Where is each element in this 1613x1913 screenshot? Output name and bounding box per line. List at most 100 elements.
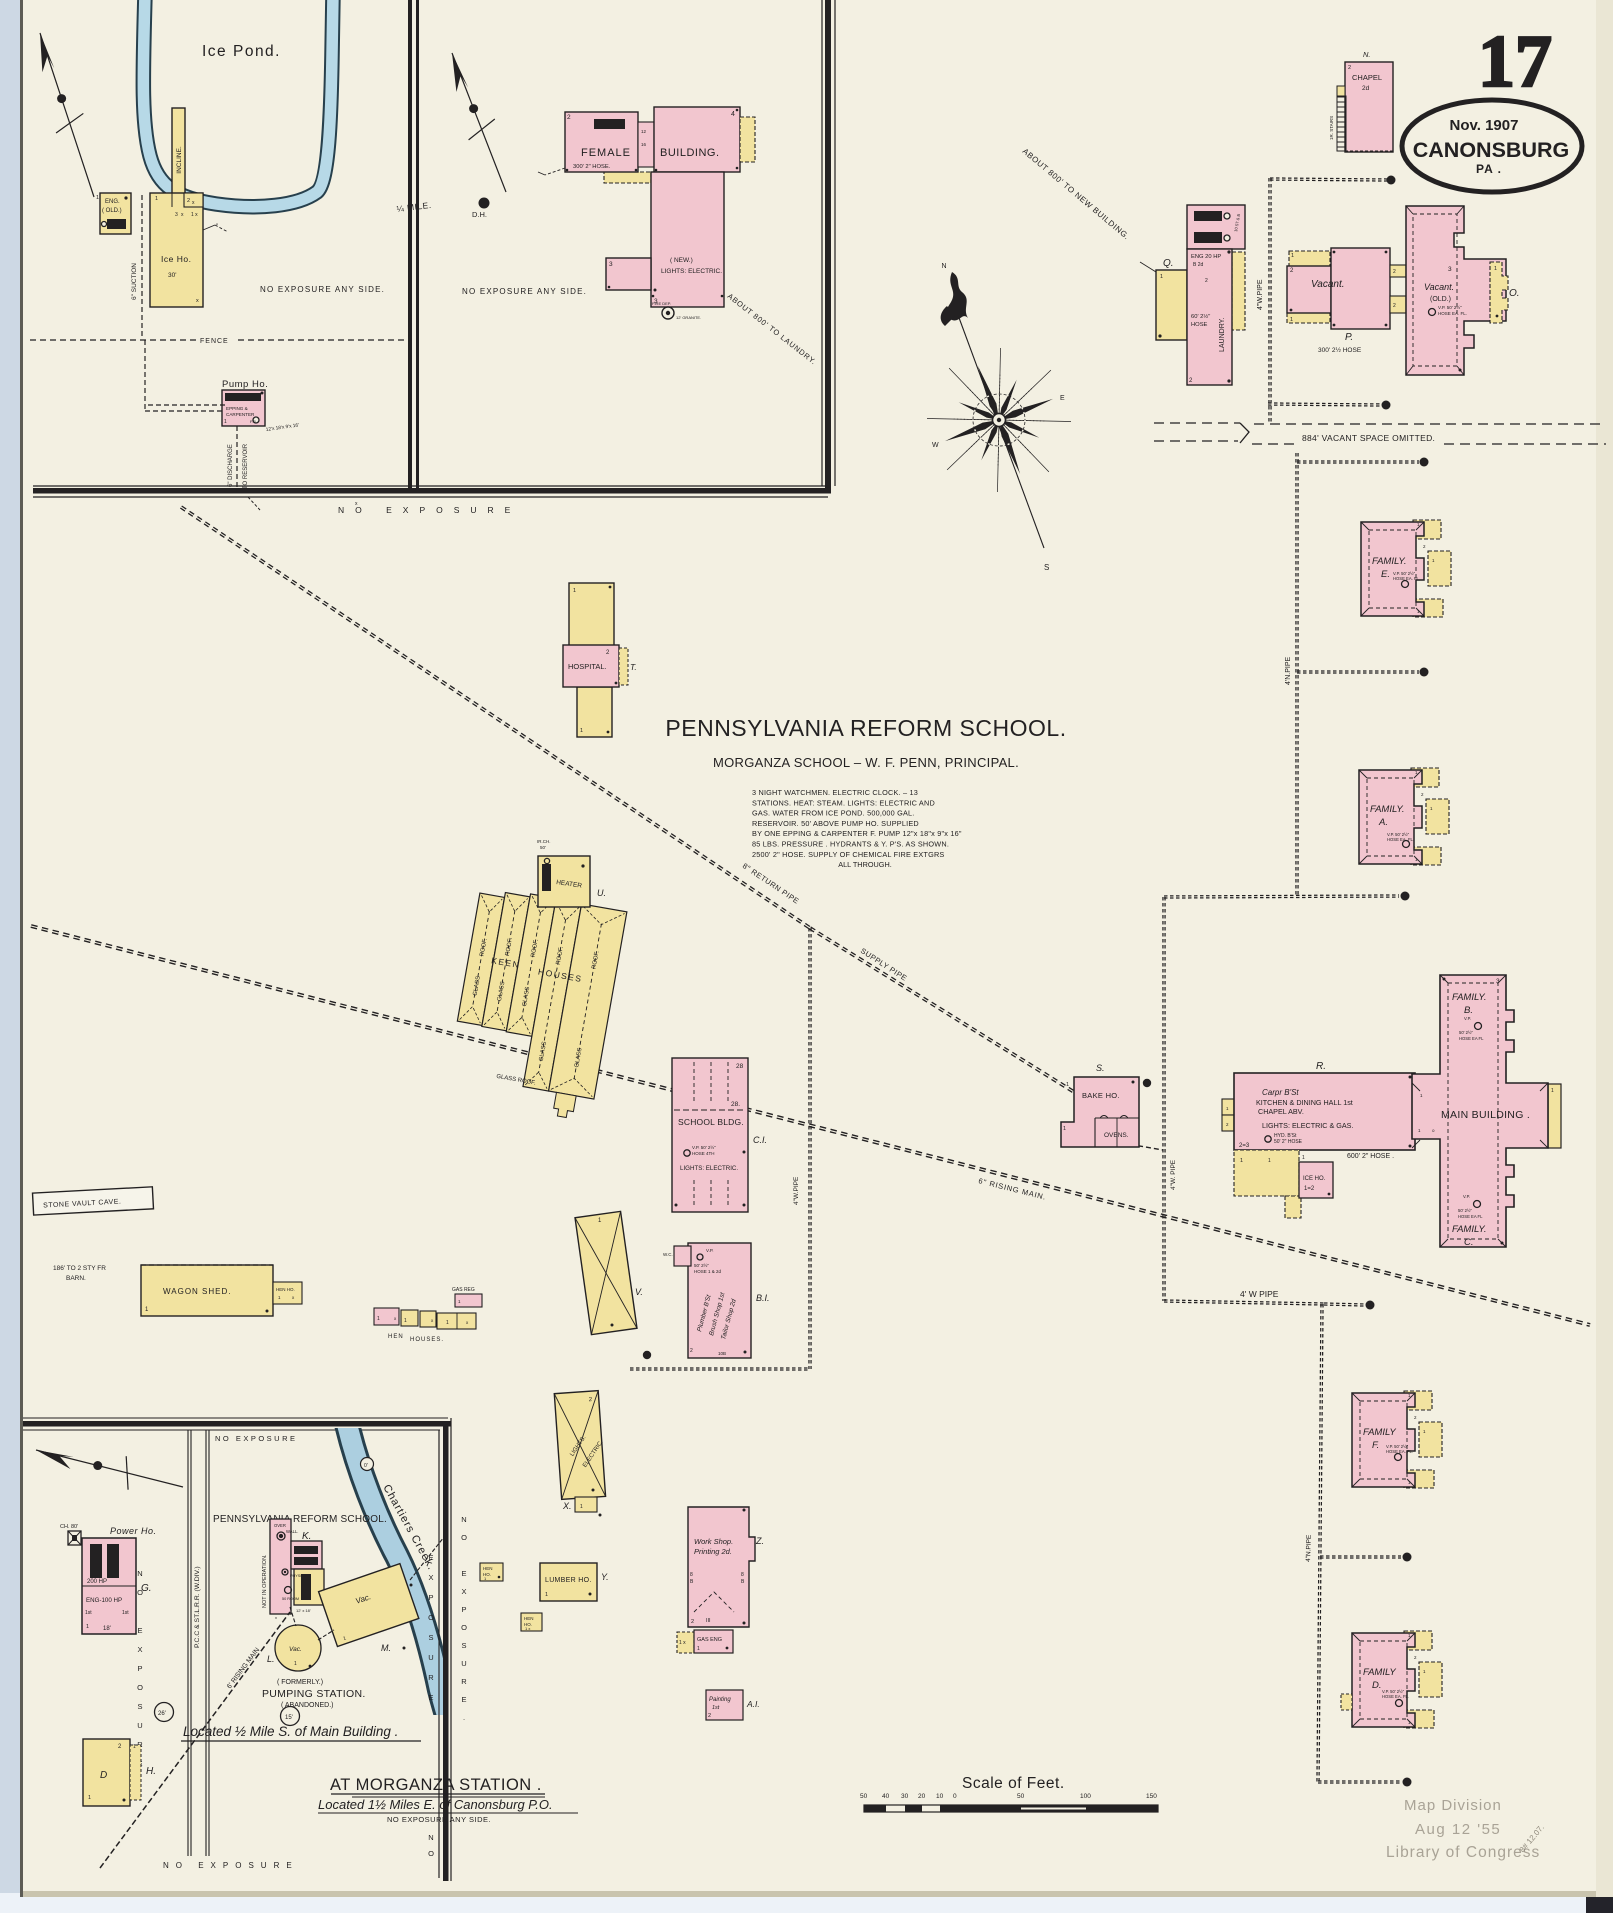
svg-text:1: 1 <box>1240 1158 1243 1164</box>
svg-text:M.: M. <box>381 1643 391 1653</box>
svg-text:1: 1 <box>1415 857 1418 862</box>
svg-text:6" SUCTION: 6" SUCTION <box>131 263 138 300</box>
svg-text:Power Ho.: Power Ho. <box>110 1526 157 1536</box>
svg-text:V.P.: V.P. <box>1464 1016 1471 1021</box>
svg-text:100: 100 <box>1080 1793 1091 1800</box>
svg-text:x: x <box>466 1320 469 1325</box>
svg-text:S.: S. <box>1096 1063 1105 1073</box>
svg-text:HEN: HEN <box>524 1616 534 1621</box>
svg-text:PA .: PA . <box>1476 162 1502 176</box>
svg-text:LUMBER HO.: LUMBER HO. <box>545 1577 592 1584</box>
svg-text:HO.: HO. <box>483 1572 491 1577</box>
svg-text:LAUNDRY.: LAUNDRY. <box>1219 318 1226 352</box>
svg-text:FAMILY.: FAMILY. <box>1370 804 1405 815</box>
svg-text:CHAPEL: CHAPEL <box>1352 73 1382 82</box>
svg-text:GLASS: GLASS <box>522 986 531 1007</box>
svg-text:GAS. WATER FROM ICE POND. 500,: GAS. WATER FROM ICE POND. 500,000 GAL. <box>752 809 915 818</box>
svg-text:.: . <box>463 1713 465 1722</box>
svg-text:50' 2" HOSE: 50' 2" HOSE <box>1274 1139 1303 1145</box>
svg-text:CANONSBURG: CANONSBURG <box>1413 138 1569 162</box>
svg-text:2: 2 <box>1421 792 1424 797</box>
svg-text:WALL.: WALL. <box>286 1529 298 1534</box>
svg-text:3 NIGHT WATCHMEN. ELECTRIC CLO: 3 NIGHT WATCHMEN. ELECTRIC CLOCK. – 13 <box>752 788 918 797</box>
svg-text:1: 1 <box>1418 1128 1421 1133</box>
svg-text:30': 30' <box>168 272 176 279</box>
svg-text:1: 1 <box>1423 1669 1426 1674</box>
svg-text:2: 2 <box>1189 378 1193 384</box>
svg-text:3: 3 <box>1496 978 1500 985</box>
svg-text:50' 2½": 50' 2½" <box>694 1262 709 1268</box>
svg-text:FENCE: FENCE <box>200 338 229 345</box>
svg-text:300' 2½ HOSE: 300' 2½ HOSE <box>1318 346 1362 354</box>
svg-text:x: x <box>192 200 195 206</box>
svg-text:B.I.: B.I. <box>756 1293 770 1303</box>
svg-text:V.P. 50' 2½": V.P. 50' 2½" <box>692 1144 716 1150</box>
svg-text:( FORMERLY.): ( FORMERLY.) <box>277 1679 323 1686</box>
svg-text:O.: O. <box>1509 288 1520 299</box>
svg-text:50: 50 <box>860 1793 868 1800</box>
svg-text:1: 1 <box>446 1320 449 1326</box>
svg-text:NO EXPOSURE ANY SIDE.: NO EXPOSURE ANY SIDE. <box>462 287 587 296</box>
svg-text:AT MORGANZA STATION .: AT MORGANZA STATION . <box>330 1776 542 1794</box>
svg-text:8: 8 <box>741 1572 744 1578</box>
svg-text:1: 1 <box>294 1661 297 1667</box>
svg-text:C.I.: C.I. <box>753 1135 767 1145</box>
svg-text:H.: H. <box>146 1766 156 1777</box>
svg-text:FAMILY.: FAMILY. <box>1452 992 1487 1003</box>
svg-text:F.: F. <box>1372 1440 1379 1451</box>
svg-text:ENG 20 HP: ENG 20 HP <box>1191 254 1221 260</box>
svg-text:300' 2" HOSE.: 300' 2" HOSE. <box>573 164 611 170</box>
svg-text:N: N <box>137 1569 142 1578</box>
svg-text:ROOF.: ROOF. <box>531 938 540 957</box>
svg-text:3: 3 <box>654 298 658 305</box>
svg-text:FAMILY: FAMILY <box>1363 1667 1396 1678</box>
svg-text:STONE VAULT CAVE.: STONE VAULT CAVE. <box>43 1198 122 1209</box>
svg-text:1: 1 <box>155 196 158 202</box>
svg-text:10 ST & B: 10 ST & B <box>1233 213 1241 232</box>
svg-text:1: 1 <box>1420 1093 1423 1098</box>
svg-text:V.P. 50' 2½": V.P. 50' 2½" <box>1393 571 1416 576</box>
svg-text:1: 1 <box>458 1299 461 1304</box>
svg-text:4"W. PIPE: 4"W. PIPE <box>1170 1159 1177 1190</box>
svg-text:": " <box>216 224 218 230</box>
svg-text:RESERVOIR. 50' ABOVE PUMP HO.: RESERVOIR. 50' ABOVE PUMP HO. SUPPLIED <box>752 819 919 828</box>
svg-text:HOSPITAL.: HOSPITAL. <box>568 662 607 671</box>
svg-text:NOT IN OPERATION.: NOT IN OPERATION. <box>262 1554 268 1608</box>
svg-text:2: 2 <box>1393 303 1396 309</box>
svg-text:4'N.PIPE: 4'N.PIPE <box>1285 656 1292 685</box>
svg-text:HOSE: HOSE <box>1191 322 1208 328</box>
svg-text:ALL THROUGH.: ALL THROUGH. <box>838 860 892 869</box>
svg-text:1st: 1st <box>122 1610 129 1616</box>
svg-text:10B: 10B <box>718 1351 726 1356</box>
svg-text:HOSE EA. FL.: HOSE EA. FL. <box>1387 837 1414 842</box>
svg-text:S: S <box>428 1633 433 1642</box>
svg-text:Ice Ho.: Ice Ho. <box>161 254 191 264</box>
svg-text:x: x <box>431 1318 434 1323</box>
svg-text:ROOF.: ROOF. <box>556 946 565 965</box>
svg-text:1: 1 <box>278 1295 281 1300</box>
svg-text:Nov. 1907: Nov. 1907 <box>1450 117 1519 134</box>
svg-text:1: 1 <box>1408 1393 1411 1398</box>
svg-text:R: R <box>461 1677 467 1686</box>
svg-text:Work Shop.: Work Shop. <box>694 1537 733 1546</box>
svg-text:V.P. 50' 2½": V.P. 50' 2½" <box>1386 1444 1409 1449</box>
svg-text:S: S <box>137 1702 142 1711</box>
svg-text:GAS ENG: GAS ENG <box>697 1637 722 1643</box>
svg-text:X: X <box>137 1645 142 1654</box>
svg-text:FAMILY.: FAMILY. <box>1372 556 1407 567</box>
svg-text:W.C.: W.C. <box>663 1252 673 1257</box>
svg-text:1: 1 <box>1290 317 1293 323</box>
svg-text:E: E <box>1060 395 1065 402</box>
svg-text:2: 2 <box>1290 268 1294 274</box>
svg-text:1: 1 <box>1551 1088 1554 1094</box>
svg-text:HOSE EA FL: HOSE EA FL <box>1458 1214 1483 1219</box>
svg-text:ENG.: ENG. <box>105 199 120 205</box>
svg-text:10: 10 <box>936 1793 944 1800</box>
svg-text:D.: D. <box>1372 1680 1382 1691</box>
svg-text:BAKE HO.: BAKE HO. <box>1082 1091 1120 1100</box>
svg-text:HOSE EA FL: HOSE EA FL <box>1459 1036 1484 1041</box>
svg-text:4"W.PIPE: 4"W.PIPE <box>1257 279 1264 310</box>
svg-text:S: S <box>461 1641 466 1650</box>
svg-text:BUILDING.: BUILDING. <box>660 147 720 159</box>
svg-text:( ABANDONED.): ( ABANDONED.) <box>281 1702 334 1709</box>
